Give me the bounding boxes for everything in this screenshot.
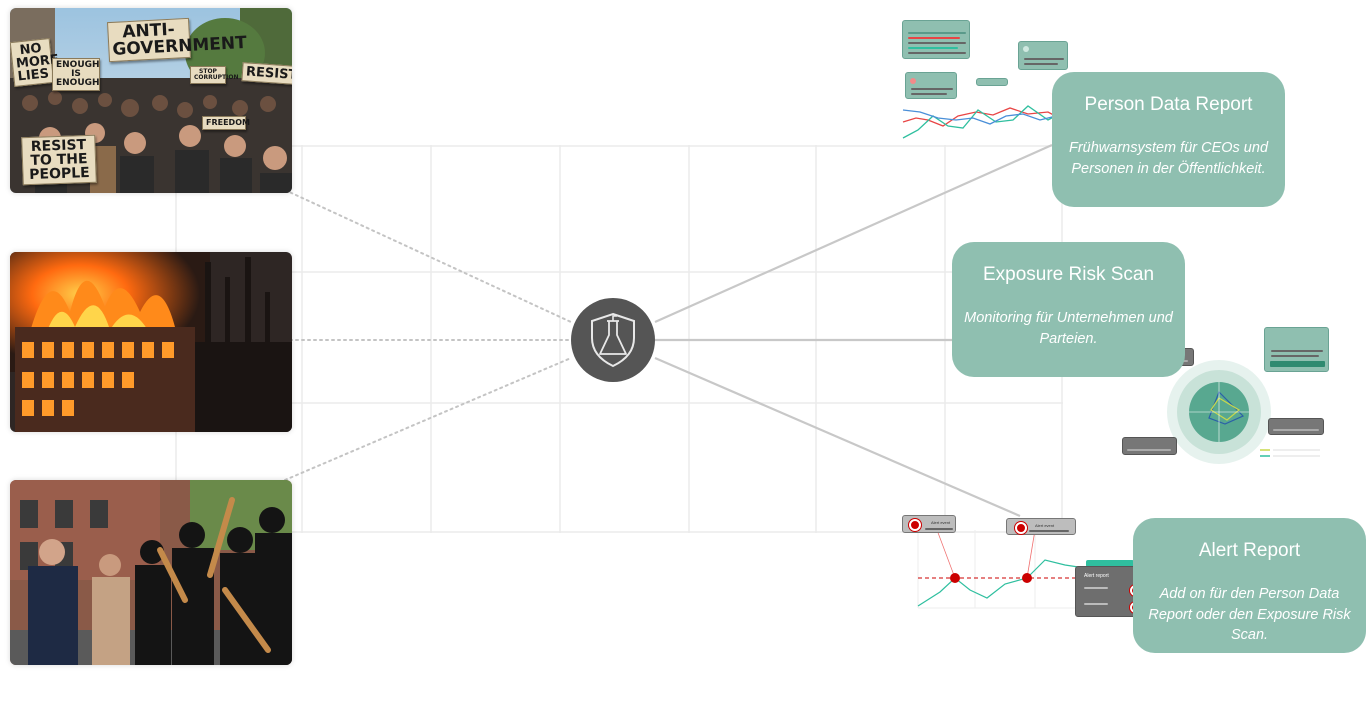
alert-strip xyxy=(1086,560,1134,567)
alert-flag: Alert event xyxy=(1006,518,1076,535)
alert-report-card[interactable]: Alert Report Add on für den Person Data … xyxy=(1133,518,1366,653)
person-data-report-card[interactable]: Person Data Report Frühwarnsystem für CE… xyxy=(1052,72,1285,207)
burning-factory-photo xyxy=(10,252,292,432)
protest-sign: RESIST TO THE PEOPLE xyxy=(21,134,97,186)
connector-protest xyxy=(284,189,572,323)
person-report-widget xyxy=(1018,41,1068,70)
protest-sign: NO MORE LIES xyxy=(10,38,60,87)
exposure-radar xyxy=(1167,360,1271,464)
shield-flask-icon xyxy=(591,312,635,368)
central-hub xyxy=(571,298,655,382)
protest-sign: ANTI-GOVERNMENT xyxy=(107,17,247,63)
alert-point xyxy=(950,573,960,583)
protest-sign: FREEDOM xyxy=(202,116,250,130)
alert-flag-label: Alert event xyxy=(931,520,951,525)
protest-sign: STOP CORRUPTION xyxy=(190,66,238,84)
connector-alert-report xyxy=(654,356,1021,518)
connector-violence xyxy=(284,357,572,481)
alert-series xyxy=(917,559,1106,607)
card-description: Frühwarnsystem für CEOs und Personen in … xyxy=(1068,140,1269,177)
person-report-widget xyxy=(905,72,957,99)
series-teal-line xyxy=(902,105,1064,139)
series-blue-line xyxy=(902,109,1064,125)
protest-sign: ENOUGH IS ENOUGH xyxy=(52,58,100,91)
alert-chart xyxy=(917,529,1106,609)
protest-photo: NO MORE LIES ANTI-GOVERNMENT ENOUGH IS E… xyxy=(10,8,292,193)
card-title: Person Data Report xyxy=(1084,94,1253,115)
exposure-widget xyxy=(1268,418,1324,435)
card-title: Alert Report xyxy=(1198,540,1301,561)
card-description: Add on für den Person Data Report oder d… xyxy=(1148,586,1351,644)
exposure-legend xyxy=(1260,449,1320,457)
street-violence-photo xyxy=(10,480,292,665)
protest-sign: RESIST xyxy=(241,62,292,85)
alert-flag: Alert event xyxy=(902,515,956,533)
person-report-widget xyxy=(976,78,1008,86)
exposure-risk-scan-card[interactable]: Exposure Risk Scan Monitoring für Untern… xyxy=(952,242,1185,377)
series-red-line xyxy=(902,107,1064,127)
person-report-widget xyxy=(902,20,970,59)
exposure-widget xyxy=(1264,327,1329,372)
alert-flag-label: Alert event xyxy=(1035,523,1055,528)
alert-panel-label: Alert report xyxy=(1084,573,1109,579)
card-description: Monitoring für Unternehmen und Parteien. xyxy=(964,310,1173,347)
alert-point xyxy=(1022,573,1032,583)
exposure-widget xyxy=(1122,437,1177,455)
connector-person-report xyxy=(654,143,1053,324)
card-title: Exposure Risk Scan xyxy=(982,264,1155,285)
